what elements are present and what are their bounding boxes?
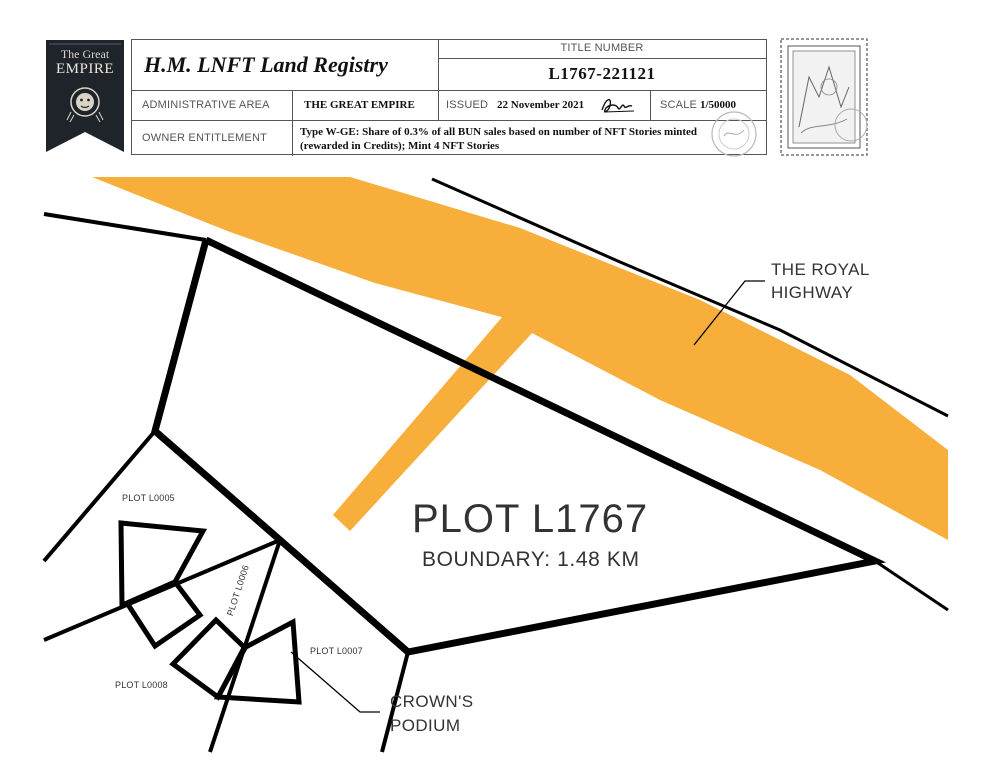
issued-value: 22 November 2021 [497,99,585,111]
plot-l0007-divider [380,651,410,753]
badge-main-text: EMPIRE [55,61,114,77]
road-edge-line-upper [431,177,949,418]
badge-small-text: The Great [60,47,110,61]
owner-entitlement-value: Type W-GE: Share of 0.3% of all BUN sale… [300,125,697,153]
admin-area-label: ADMINISTRATIVE AREA [142,99,270,111]
registry-title: H.M. LNFT Land Registry [144,52,388,77]
crowns-podium-label: CROWN'S PODIUM [390,690,473,738]
royal-highway-road [92,177,948,540]
royal-highway-label-line-1: THE ROYAL [771,260,870,279]
admin-area-value: THE GREAT EMPIRE [304,99,415,111]
crowns-podium-shape-left [118,520,208,610]
boundary-line-right-edge [874,559,949,612]
registry-seal-icon [711,111,757,157]
scale-value: 1/50000 [700,99,737,111]
crowns-podium-label-line-1: CROWN'S [390,692,474,711]
crowns-podium-shape-diamond [169,616,249,701]
royal-highway-label-line-2: HIGHWAY [771,283,854,302]
podium-leader-line [290,651,380,713]
boundary-line-left-lower [42,429,157,563]
postage-stamp-icon [780,38,868,156]
plot-l0007-label: PLOT L0007 [310,646,363,656]
registry-header-table: H.M. LNFT Land Registry TITLE NUMBER L17… [131,39,767,156]
royal-highway-label: THE ROYAL HIGHWAY [771,258,870,304]
plot-boundary: BOUNDARY: 1.48 KM [422,548,640,571]
owner-entitlement-line-1: Type W-GE: Share of 0.3% of all BUN sale… [300,126,698,138]
title-number-label: TITLE NUMBER [560,42,644,54]
boundary-line-top-left [43,212,207,242]
great-empire-badge: The Great EMPIRE [46,40,124,152]
crowns-podium-label-line-2: PODIUM [390,716,461,735]
crowns-podium-shape-triangle [213,617,302,705]
crowns-podium-shape-square [123,578,204,650]
plot-l1767-boundary [151,236,887,656]
plot-title: PLOT L1767 [412,497,649,541]
plot-l0008-label: PLOT L0008 [115,680,168,690]
title-number-value: L1767-221121 [548,64,656,83]
signature-mark [601,99,635,113]
lion-crest-icon [66,87,104,123]
highway-leader-line [693,280,765,346]
owner-entitlement-line-2: (rewarded in Credits); Mint 4 NFT Storie… [300,140,500,152]
issued-label: ISSUED [446,99,489,111]
scale-label: SCALE [660,99,698,111]
owner-entitlement-label: OWNER ENTITLEMENT [142,132,268,144]
plot-l0005-label: PLOT L0005 [122,493,175,503]
